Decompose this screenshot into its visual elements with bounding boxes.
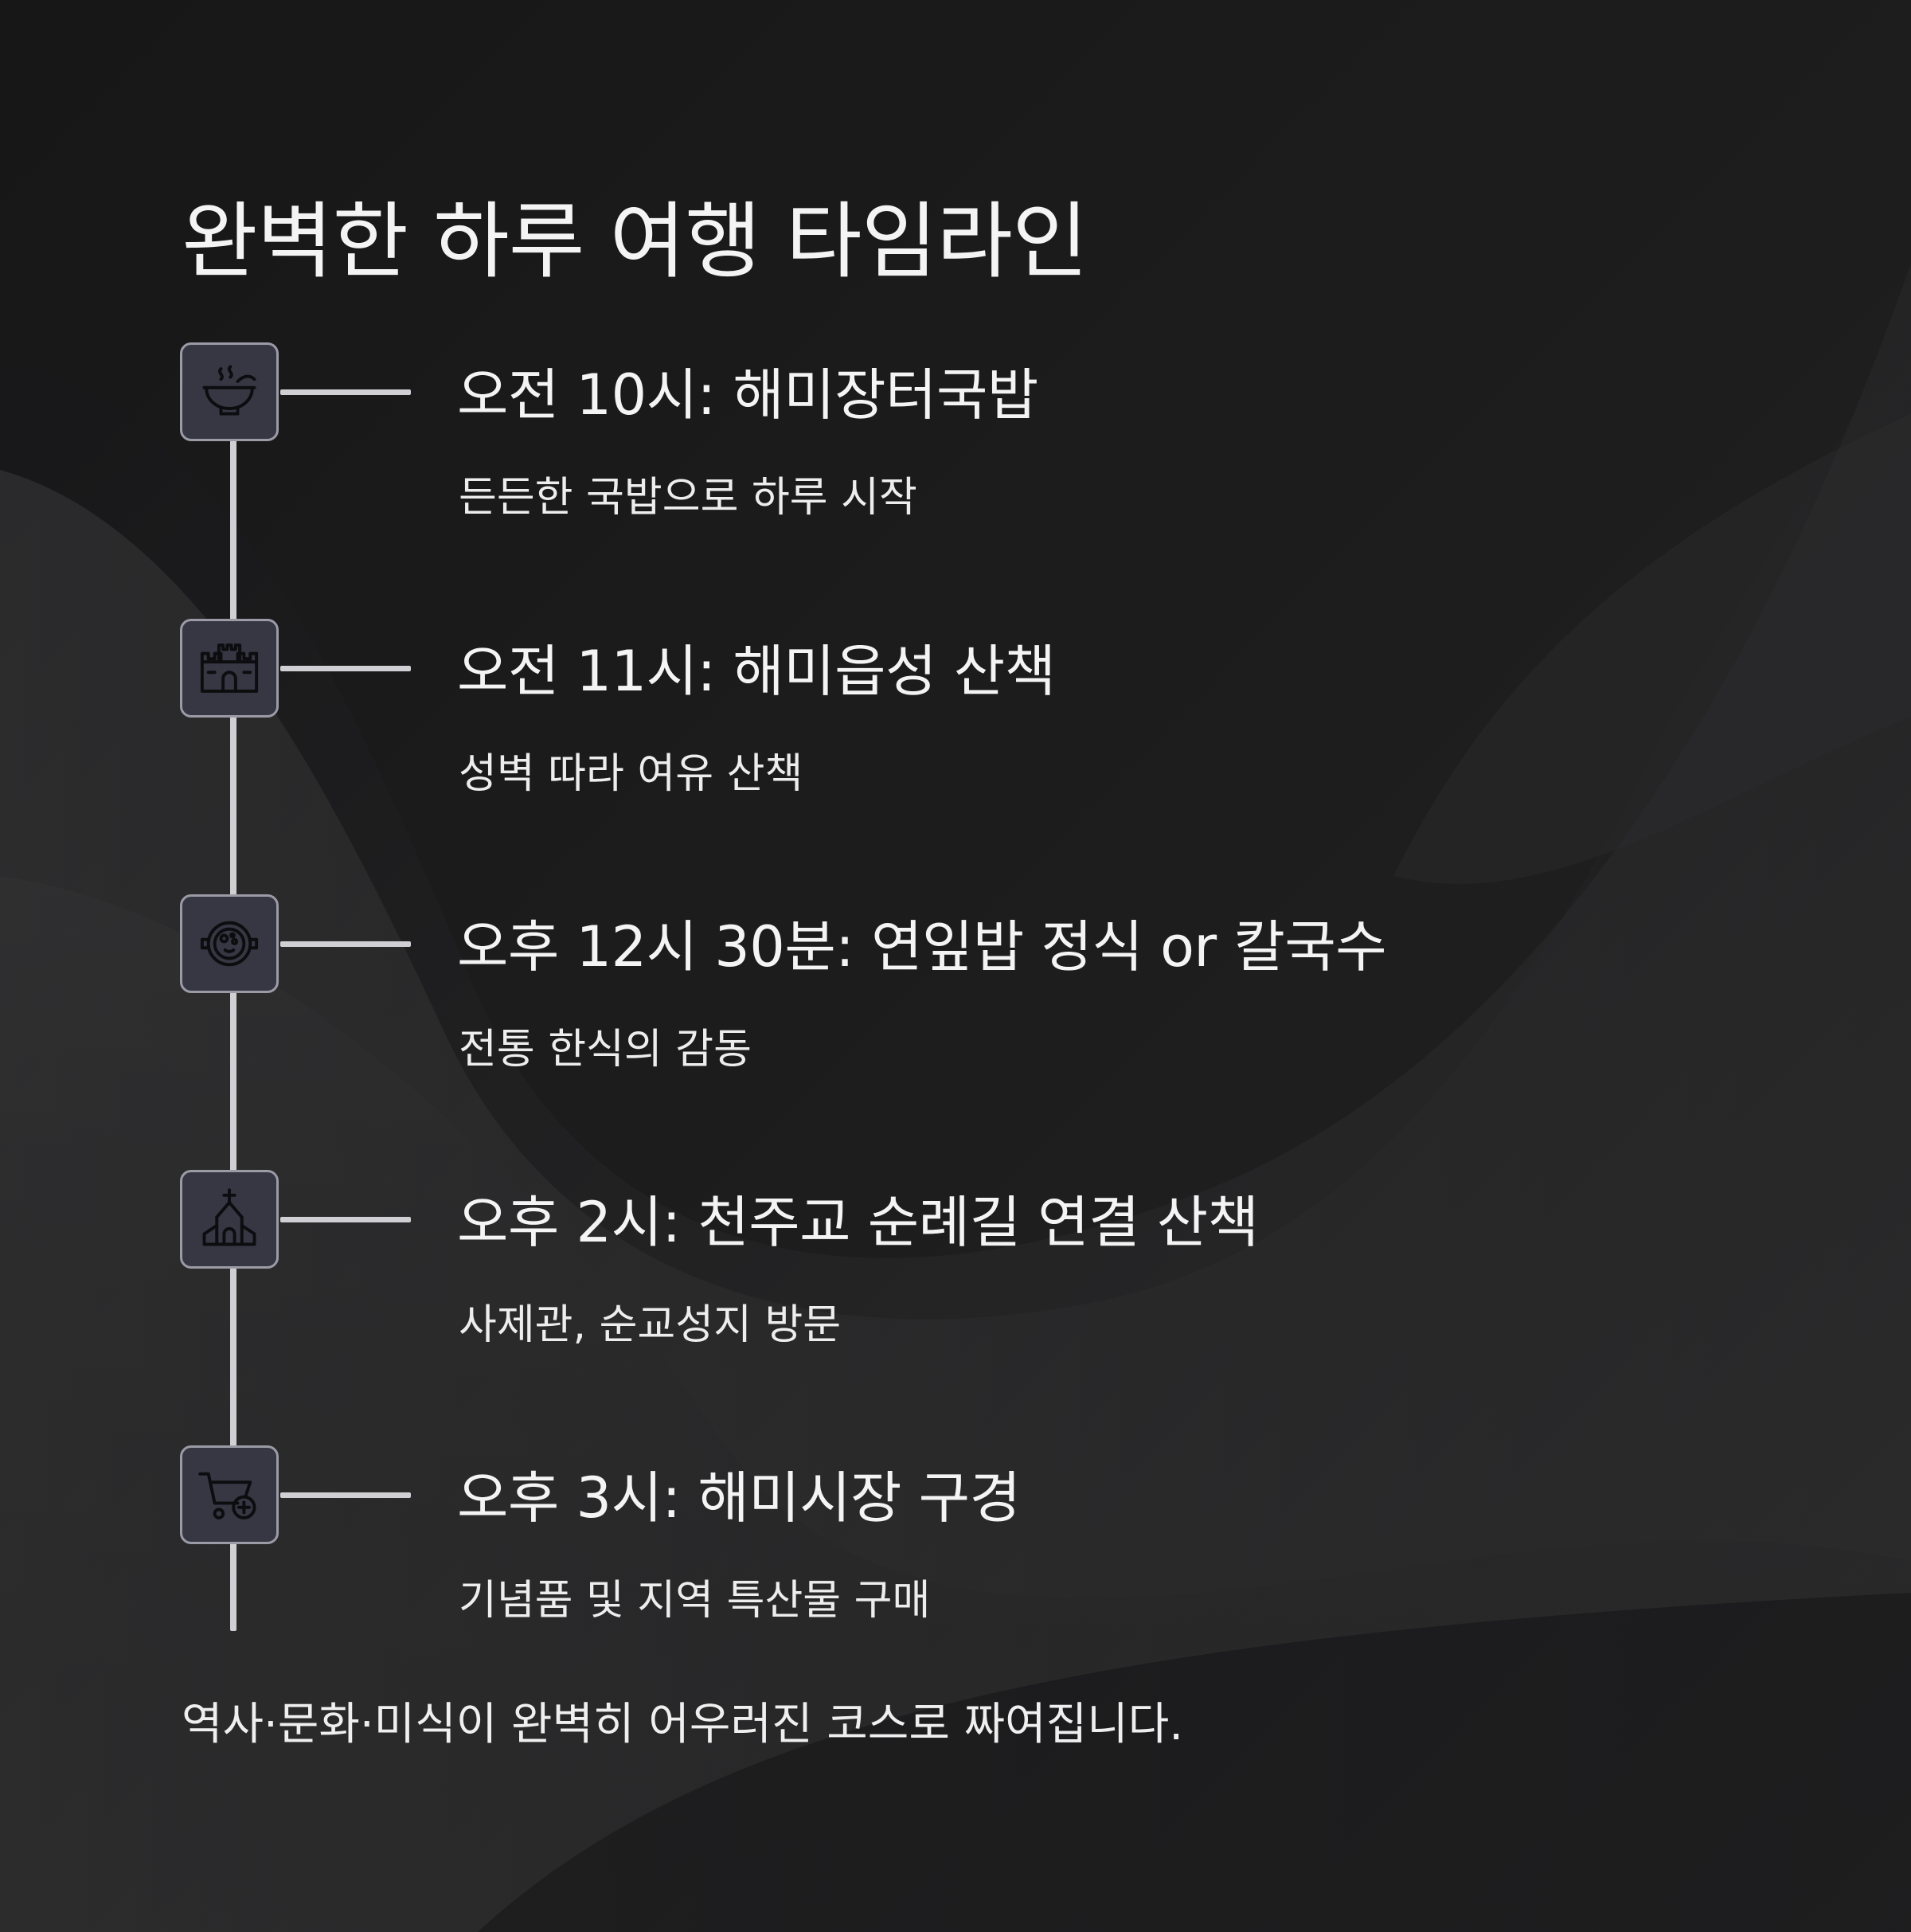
soup-bowl-icon: [180, 342, 279, 441]
connector-line: [280, 941, 411, 947]
event-description: 사제관, 순교성지 방문: [459, 1301, 842, 1349]
event-description: 기념품 및 지역 특산물 구매: [459, 1577, 931, 1625]
event-time: 오전 11시: 해미읍성 산책: [457, 639, 1056, 704]
event-description: 전통 한식의 감동: [459, 1026, 752, 1074]
timeline-event: 오전 11시: 해미읍성 산책 성벽 따라 여유 산책: [0, 619, 1911, 858]
church-icon: [180, 1170, 279, 1269]
event-description: 든든한 국밥으로 하루 시작: [459, 474, 917, 522]
timeline-line: [230, 390, 236, 1631]
event-time: 오후 2시: 천주교 순례길 연결 산책: [457, 1190, 1259, 1255]
timeline-event: 오전 10시: 해미장터국밥 든든한 국밥으로 하루 시작: [0, 342, 1911, 581]
timeline-event: 오후 3시: 해미시장 구경 기념품 및 지역 특산물 구매: [0, 1445, 1911, 1684]
connector-line: [280, 666, 411, 671]
connector-line: [280, 389, 411, 395]
timeline-event: 오후 12시 30분: 연잎밥 정식 or 칼국수 전통 한식의 감동: [0, 894, 1911, 1133]
timeline-event: 오후 2시: 천주교 순례길 연결 산책 사제관, 순교성지 방문: [0, 1170, 1911, 1409]
connector-line: [280, 1217, 411, 1222]
footer-text: 역사·문화·미식이 완벽히 어우러진 코스로 짜여집니다.: [182, 1699, 1184, 1750]
hotpot-icon: [180, 894, 279, 993]
connector-line: [280, 1492, 411, 1498]
page-title: 완벽한 하루 여행 타임라인: [182, 193, 1088, 290]
event-time: 오전 10시: 해미장터국밥: [457, 362, 1038, 428]
event-time: 오후 3시: 해미시장 구경: [457, 1465, 1021, 1531]
castle-icon: [180, 619, 279, 718]
event-description: 성벽 따라 여유 산책: [459, 750, 803, 798]
cart-add-icon: [180, 1445, 279, 1544]
event-time: 오후 12시 30분: 연잎밥 정식 or 칼국수: [457, 914, 1387, 980]
